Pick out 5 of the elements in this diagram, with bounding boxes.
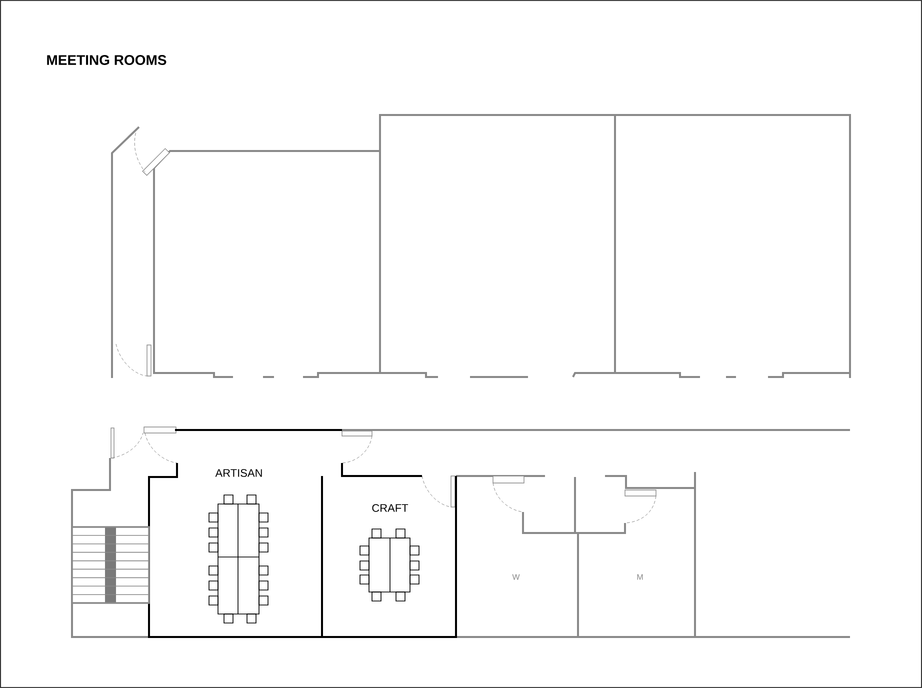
title: MEETING ROOMS	[47, 55, 166, 65]
room-label: CRAFT	[372, 504, 408, 512]
room-label: ARTISAN	[215, 469, 262, 477]
room-label: W	[512, 574, 520, 580]
room-label: M	[637, 574, 643, 580]
